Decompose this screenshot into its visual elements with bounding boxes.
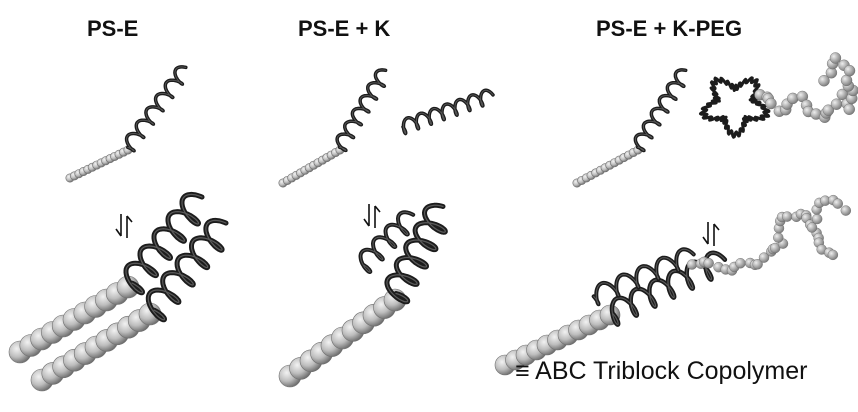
ps-block-top-1 [66, 146, 132, 182]
e-helix-bottom-2 [387, 205, 445, 301]
k-helix-bottom-3 [594, 249, 694, 304]
e-helix-top-1 [127, 67, 186, 151]
peg-chain-top-3 [755, 75, 858, 123]
k-helix-curled-3 [701, 78, 769, 137]
equilibrium-arrow-3 [703, 222, 719, 246]
ps-block-top-2 [279, 146, 344, 187]
ps-block-bottom-2 [279, 289, 406, 387]
e-helix-top-3 [635, 70, 685, 151]
abc-triblock-label: ≡ ABC Triblock Copolymer [515, 357, 807, 386]
equilibrium-arrow-2 [364, 204, 380, 228]
e-helix-bottom-1b [148, 220, 226, 319]
peg-chain-bottom-3b [807, 195, 851, 232]
equilibrium-arrow-1 [116, 214, 132, 238]
k-helix-top-2 [403, 90, 493, 133]
ps-block-top-3 [573, 146, 642, 187]
e-helix-top-2 [337, 70, 386, 150]
